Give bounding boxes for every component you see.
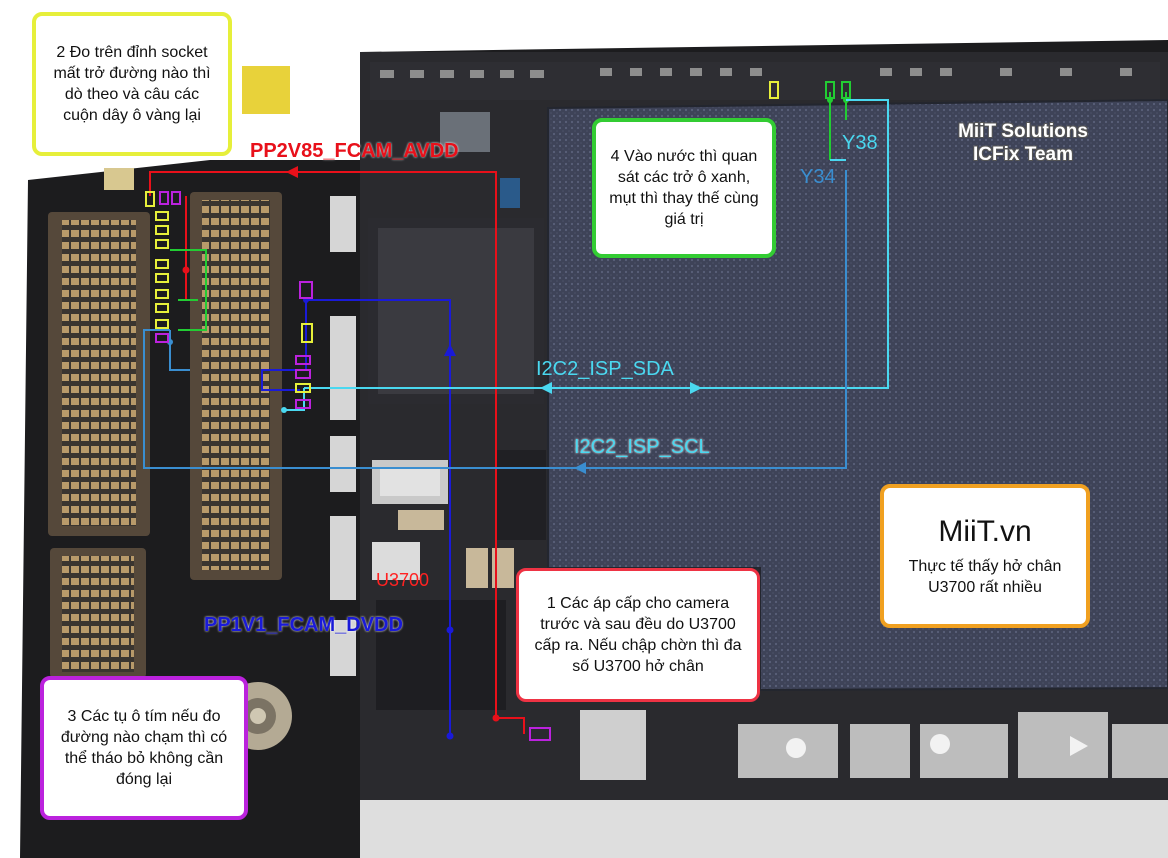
watermark-brand: MiiT Solutions ICFix Team	[920, 120, 1126, 166]
note-miit-brand: MiiT.vn Thực tế thấy hở chân U3700 rất n…	[880, 484, 1090, 628]
label-pp2v85-fcam-avdd: PP2V85_FCAM_AVDD	[250, 140, 459, 162]
note-1-u3700-supply: 1 Các áp cấp cho camera trước và sau đều…	[516, 568, 760, 702]
label-i2c2-isp-scl: I2C2_ISP_SCL	[574, 436, 710, 458]
label-y38: Y38	[842, 132, 878, 154]
miit-title: MiiT.vn	[938, 515, 1032, 548]
note-3-purple-capacitors: 3 Các tụ ô tím nếu đo đường nào chạm thì…	[40, 676, 248, 820]
note-4-water-damage: 4 Vào nước thì quan sát các trở ô xanh, …	[592, 118, 776, 258]
label-pp1v1-fcam-dvdd: PP1V1_FCAM_DVDD	[204, 614, 403, 636]
note-2-socket-tracing: 2 Đo trên đỉnh socket mất trở đường nào …	[32, 12, 232, 156]
brand-line-2: ICFix Team	[973, 144, 1073, 165]
label-y34: Y34	[800, 166, 836, 188]
label-u3700: U3700	[376, 570, 430, 590]
miit-body: Thực tế thấy hở chân U3700 rất nhiều	[908, 558, 1062, 596]
brand-line-1: MiiT Solutions	[958, 121, 1088, 142]
label-i2c2-isp-sda: I2C2_ISP_SDA	[536, 358, 674, 380]
